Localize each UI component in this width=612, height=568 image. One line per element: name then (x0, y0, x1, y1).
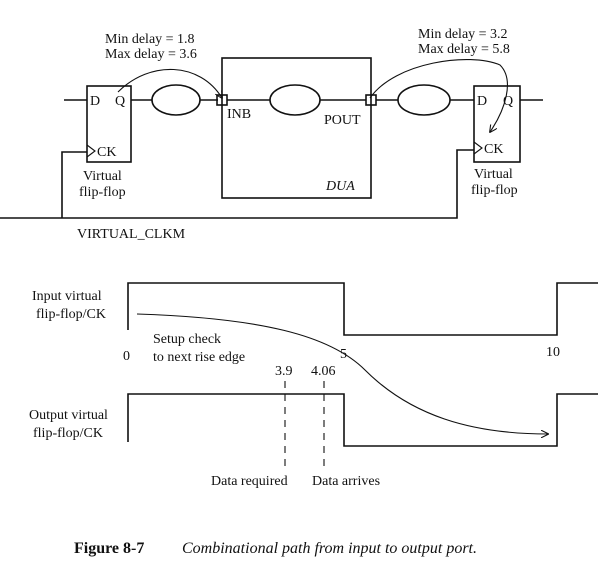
delay-left-arrow (117, 68, 222, 98)
figure-caption: Figure 8-7 Combinational path from input… (74, 540, 477, 557)
delay-right-min: Min delay = 3.2 (418, 27, 508, 42)
tick-0: 0 (123, 349, 130, 364)
tick-5: 5 (340, 347, 347, 362)
delay-right-max: Max delay = 5.8 (418, 42, 510, 57)
delay-cloud-left (151, 84, 201, 116)
clock-net-right (0, 149, 474, 219)
ff-left-label-1: Virtual (83, 169, 122, 184)
ff-left-q: Q (115, 94, 125, 109)
input-clock-waveform (127, 282, 598, 336)
timing-diagram: Input virtual flip-flop/CK 0 5 10 Setup … (29, 282, 598, 489)
output-label-1: Output virtual (29, 408, 108, 423)
port-inb-label: INB (227, 107, 251, 122)
data-arrives-label: Data arrives (312, 474, 380, 489)
ff-left-clock-triangle (86, 144, 96, 158)
setup-check-arrow (136, 313, 548, 434)
dua-block (221, 57, 372, 199)
clock-net-left (61, 151, 87, 218)
dua-label: DUA (325, 179, 355, 194)
caption-text: Combinational path from input to output … (182, 540, 477, 557)
ff-right-clock-triangle (473, 141, 483, 155)
ff-left-box (86, 85, 132, 163)
delay-cloud-internal (269, 84, 321, 116)
tick-10: 10 (546, 345, 560, 360)
setup-check-line-1: Setup check (153, 332, 221, 347)
delay-right-arrow (369, 59, 508, 132)
setup-check-line-2: to next rise edge (153, 350, 245, 365)
ff-left-ck: CK (97, 145, 116, 160)
delay-cloud-right (397, 84, 451, 116)
clock-label: VIRTUAL_CLKM (77, 227, 186, 242)
time-required: 3.9 (275, 364, 293, 379)
ff-right-box (473, 85, 521, 163)
data-required-label: Data required (211, 474, 288, 489)
ff-right-label-1: Virtual (474, 167, 513, 182)
port-pout-label: POUT (324, 113, 361, 128)
input-label-1: Input virtual (32, 289, 102, 304)
ff-right-d: D (477, 94, 487, 109)
ff-right-q: Q (503, 94, 513, 109)
time-arrives: 4.06 (311, 364, 336, 379)
ff-right-label-2: flip-flop (471, 183, 518, 198)
delay-left-min: Min delay = 1.8 (105, 32, 195, 47)
delay-left-max: Max delay = 3.6 (105, 47, 197, 62)
ff-left-label-2: flip-flop (79, 185, 126, 200)
output-label-2: flip-flop/CK (33, 426, 103, 441)
ff-right-ck: CK (484, 142, 503, 157)
schematic: Min delay = 1.8 Max delay = 3.6 Min dela… (0, 27, 543, 242)
ff-left-d: D (90, 94, 100, 109)
caption-figure-number: Figure 8-7 (74, 540, 144, 557)
input-label-2: flip-flop/CK (36, 307, 106, 322)
output-clock-waveform (127, 393, 598, 447)
